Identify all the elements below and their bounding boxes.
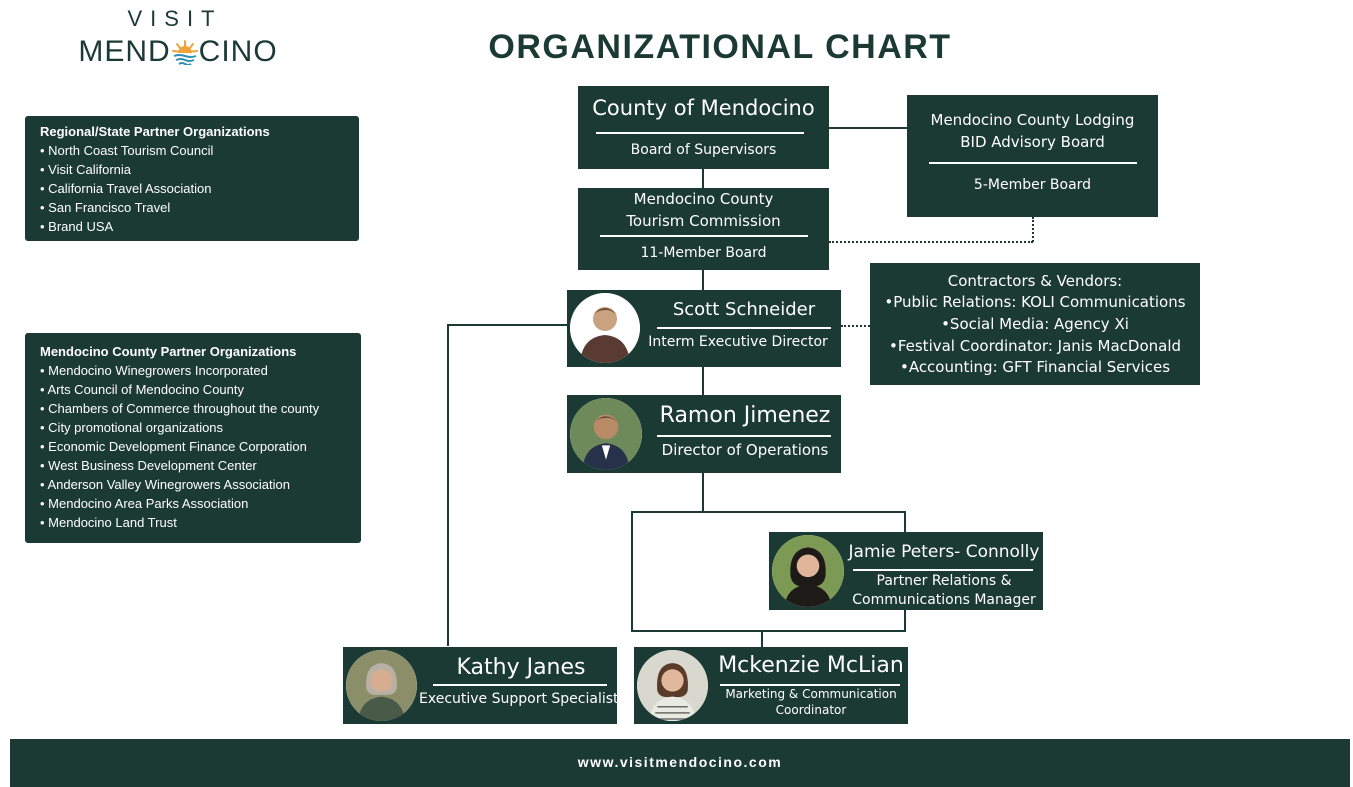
connector-commission-to-director: [702, 270, 704, 290]
connector-county-to-lodging: [829, 127, 907, 129]
list-item: • City promotional organizations: [40, 420, 224, 435]
staff-name: Scott Schneider: [672, 299, 816, 320]
lodging-title-line2: BID Advisory Board: [960, 133, 1105, 151]
dotted-commission-to-lodging-v: [1032, 217, 1034, 242]
county-body: Board of Supervisors: [630, 142, 777, 158]
contractors-title: Contractors & Vendors:: [947, 272, 1123, 290]
connector-director-to-kathy-h: [447, 324, 567, 326]
lodging-bid-board-box: Mendocino County Lodging BID Advisory Bo…: [907, 95, 1158, 217]
county-name: County of Mendocino: [592, 96, 815, 120]
staff-name: Jamie Peters- Connolly: [848, 542, 1040, 562]
commission-title-line2: Tourism Commission: [626, 212, 781, 230]
avatar: [570, 293, 640, 363]
list-item: •Public Relations: KOLI Communications: [884, 293, 1186, 311]
logo[interactable]: VISIT MEND CINO: [60, 6, 290, 72]
staff-name: Mckenzie McLian: [718, 653, 904, 678]
county-partners-title: Mendocino County Partner Organizations: [40, 344, 297, 359]
staff-name: Kathy Janes: [456, 655, 586, 680]
staff-role: Marketing & Communication: [725, 687, 897, 701]
lodging-title-line1: Mendocino County Lodging: [930, 111, 1135, 129]
divider: [929, 162, 1137, 164]
list-item: •Accounting: GFT Financial Services: [899, 358, 1171, 376]
list-item: • San Francisco Travel: [40, 200, 171, 215]
county-partners-box: Mendocino County Partner Organizations •…: [25, 333, 361, 543]
tourism-commission-box: Mendocino County Tourism Commission 11-M…: [578, 188, 829, 270]
staff-role: Executive Support Specialist: [419, 691, 619, 707]
list-item: • Anderson Valley Winegrowers Associatio…: [40, 477, 290, 492]
list-item: •Festival Coordinator: Janis MacDonald: [888, 337, 1182, 355]
connector-team-left: [631, 511, 633, 632]
logo-mend-text: MEND: [78, 35, 171, 68]
staff-role: Partner Relations &: [876, 573, 1012, 589]
dotted-commission-to-lodging-h: [829, 241, 1033, 243]
divider: [720, 684, 900, 686]
divider: [600, 235, 808, 237]
commission-title-line1: Mendocino County: [633, 190, 774, 208]
footer-bar: www.visitmendocino.com: [10, 739, 1350, 787]
divider: [657, 327, 831, 329]
sun-over-water-icon: [171, 39, 198, 66]
list-item: • Mendocino Area Parks Association: [40, 496, 249, 511]
regional-partners-box: Regional/State Partner Organizations • N…: [25, 116, 359, 241]
list-item: • Economic Development Finance Corporati…: [40, 439, 307, 454]
staff-role: Coordinator: [775, 703, 847, 717]
avatar: [570, 398, 642, 470]
contractors-vendors-box: Contractors & Vendors: •Public Relations…: [870, 263, 1200, 385]
list-item: • North Coast Tourism Council: [40, 143, 214, 158]
staff-role: Communications Manager: [852, 592, 1036, 608]
connector-team-to-mckenzie: [761, 630, 763, 647]
staff-role: Director of Operations: [661, 441, 829, 459]
staff-card-ramon: Ramon Jimenez Director of Operations: [567, 395, 841, 473]
dotted-director-to-contractors: [841, 325, 870, 327]
staff-role: Interm Executive Director: [648, 334, 828, 350]
list-item: • Chambers of Commerce throughout the co…: [40, 401, 320, 416]
divider: [596, 132, 804, 134]
list-item: • Brand USA: [40, 219, 114, 234]
commission-body: 11-Member Board: [640, 245, 767, 261]
list-item: • California Travel Association: [40, 181, 212, 196]
connector-team-top: [631, 511, 906, 513]
staff-card-scott: Scott Schneider Interm Executive Directo…: [567, 290, 841, 367]
list-item: •Social Media: Agency Xi: [941, 315, 1129, 333]
list-item: • Arts Council of Mendocino County: [40, 382, 244, 397]
website-link[interactable]: www.visitmendocino.com: [577, 754, 783, 770]
divider: [853, 569, 1033, 571]
avatar: [637, 650, 708, 721]
list-item: • Visit California: [40, 162, 132, 177]
connector-director-to-operations: [702, 367, 704, 395]
connector-operations-down: [702, 473, 704, 512]
regional-partners-title: Regional/State Partner Organizations: [40, 124, 270, 139]
staff-card-jamie: Jamie Peters- Connolly Partner Relations…: [769, 532, 1043, 610]
connector-team-bottom: [631, 630, 906, 632]
avatar: [346, 650, 417, 721]
staff-name: Ramon Jimenez: [659, 403, 831, 428]
list-item: • West Business Development Center: [40, 458, 257, 473]
connector-director-to-kathy-v: [447, 324, 449, 646]
lodging-body: 5-Member Board: [973, 177, 1092, 193]
divider: [657, 435, 831, 437]
list-item: • Mendocino Land Trust: [40, 515, 177, 530]
logo-cino-text: CINO: [198, 35, 278, 68]
page-title: ORGANIZATIONAL CHART: [488, 28, 952, 66]
divider: [433, 684, 607, 686]
staff-card-mckenzie: Mckenzie McLian Marketing & Communicatio…: [634, 647, 908, 724]
list-item: • Mendocino Winegrowers Incorporated: [40, 363, 268, 378]
county-of-mendocino-box: County of Mendocino Board of Supervisors: [578, 86, 829, 169]
staff-card-kathy: Kathy Janes Executive Support Specialist: [343, 647, 619, 724]
connector-county-to-commission: [702, 168, 704, 188]
logo-visit-text: VISIT: [127, 6, 223, 31]
avatar: [772, 535, 844, 607]
